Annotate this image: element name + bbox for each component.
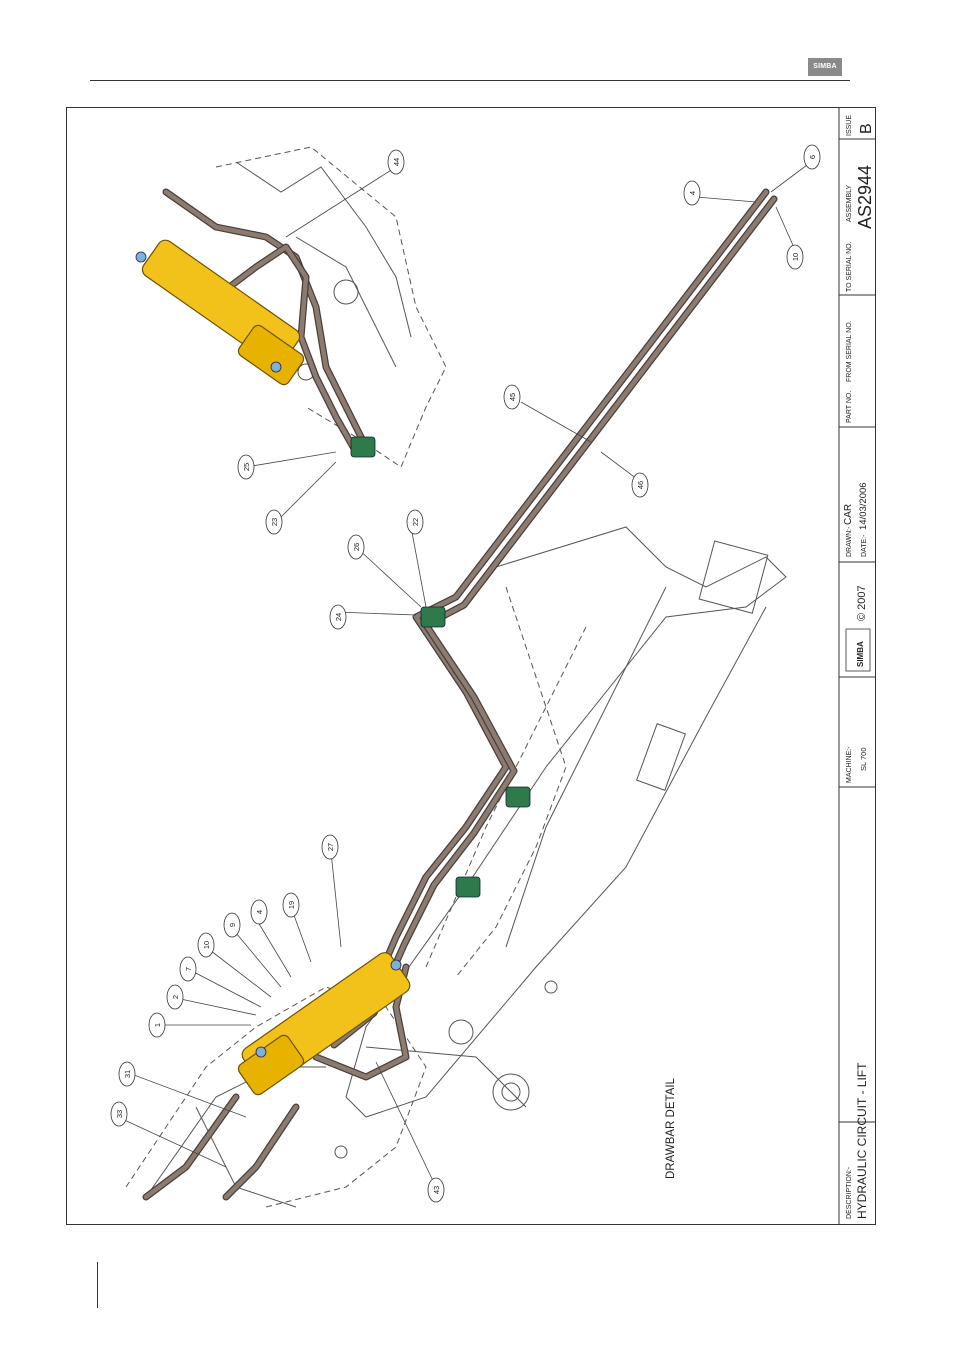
cylinder-upper xyxy=(136,237,306,387)
description-label: DESCRIPTION:- xyxy=(846,1166,853,1219)
callout-1: 1 xyxy=(153,1023,162,1027)
assembly-label: ASSEMBLY xyxy=(846,184,853,222)
callout-23: 23 xyxy=(270,518,279,526)
callout-25: 25 xyxy=(242,463,251,471)
callout-33: 33 xyxy=(115,1110,124,1118)
callout-2: 2 xyxy=(171,995,180,999)
issue-label: ISSUE xyxy=(846,115,853,136)
assembly-value: AS2944 xyxy=(855,165,875,229)
callout-19: 19 xyxy=(287,901,296,909)
machine-label: MACHINE:- xyxy=(846,746,853,783)
brand-logo: SIMBA xyxy=(808,58,842,76)
callout-24: 24 xyxy=(334,613,343,621)
detail-label: DRAWBAR DETAIL xyxy=(665,1077,677,1179)
issue-value: B xyxy=(858,123,875,134)
to-serial-label: TO SERIAL NO. xyxy=(846,241,853,292)
callout-27: 27 xyxy=(326,843,335,851)
callout-43: 43 xyxy=(432,1186,441,1194)
drawn-label: DRAWN:- xyxy=(846,526,853,557)
callout-44: 44 xyxy=(392,158,401,166)
callout-31: 31 xyxy=(123,1070,132,1078)
callout-4-lower: 4 xyxy=(255,910,264,914)
callout-10-top: 10 xyxy=(791,253,800,261)
title-block-text: DESCRIPTION:- HYDRAULIC CIRCUIT - LIFT M… xyxy=(843,115,875,1219)
footer-rule xyxy=(97,1262,98,1308)
title-logo: SIMBA xyxy=(856,641,865,667)
header-rule xyxy=(90,80,850,81)
from-serial-label: FROM SERIAL NO. xyxy=(846,320,853,382)
machine-value: SL 700 xyxy=(859,748,868,772)
date-value: 14/03/2006 xyxy=(858,482,869,530)
callout-9: 9 xyxy=(228,923,237,927)
callout-45: 45 xyxy=(508,393,517,401)
callout-7: 7 xyxy=(184,967,193,971)
part-no-label: PART NO. xyxy=(846,391,853,423)
date-label: DATE:- xyxy=(861,534,868,557)
callout-10-lower: 10 xyxy=(202,941,211,949)
callout-46: 46 xyxy=(636,481,645,489)
copyright: © 2007 xyxy=(856,585,868,621)
description-value: HYDRAULIC CIRCUIT - LIFT xyxy=(855,1062,869,1219)
drawn-value: CAR xyxy=(843,504,854,525)
callout-6: 6 xyxy=(808,155,817,159)
clamp-group xyxy=(351,437,530,897)
hydraulic-drawing: 44 6 4 10 45 46 25 23 26 22 24 27 19 4 9… xyxy=(66,107,876,1225)
callout-22: 22 xyxy=(411,518,420,526)
callout-26: 26 xyxy=(352,543,361,551)
callout-4-top: 4 xyxy=(688,191,697,195)
